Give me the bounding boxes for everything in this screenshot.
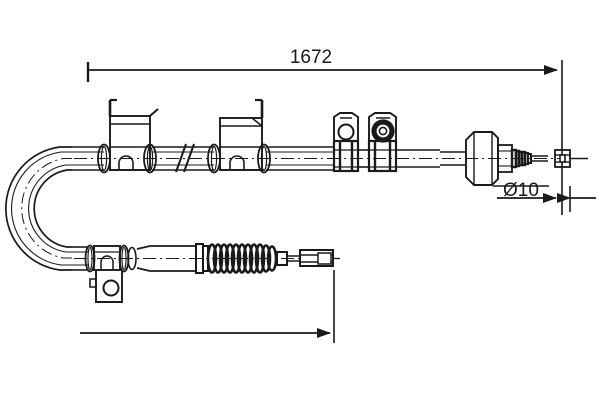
dimension-cable-diameter [493,185,596,212]
lower-cable-run [72,243,340,303]
clamp-bracket-2 [207,98,271,174]
threaded-nipple [510,148,548,169]
plate-bracket-2 [367,112,398,173]
dimension-label-overall-length: 1672 [290,47,332,68]
upper-cable-run [72,98,588,186]
end-terminal [554,149,588,168]
clevis-terminal [299,249,340,267]
collar-ring-1-right [143,143,157,174]
mount-bracket-eyelet [89,244,137,303]
dimension-lower-branch [80,270,335,343]
coil-spring [206,243,278,274]
clamp-bracket-1 [108,98,159,171]
dimension-overall-length [86,62,558,82]
u-bend-180 [5,146,72,271]
dimension-label-diameter: Ø10 [503,180,539,201]
plate-bracket-1 [332,112,360,173]
connecting-rod [276,251,300,266]
break-symbol [175,143,195,173]
